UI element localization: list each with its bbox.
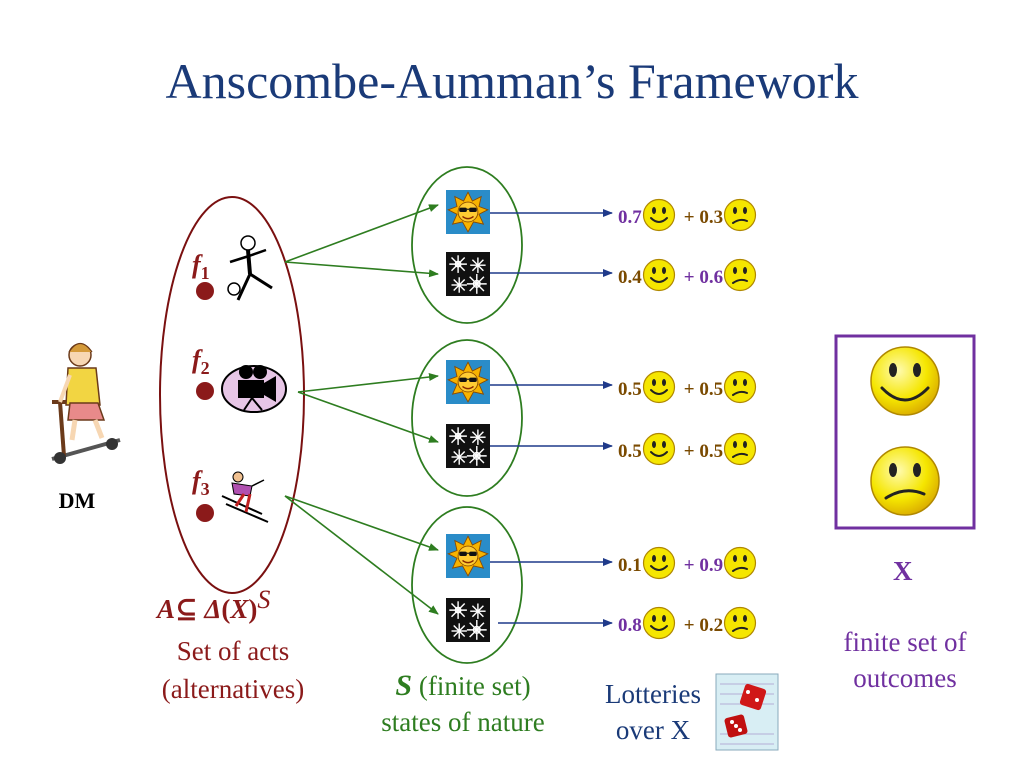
child-on-scooter-icon xyxy=(51,342,121,464)
lottery-sad-probability: + 0.2 xyxy=(683,615,724,636)
sunny-state-icon xyxy=(446,190,490,234)
soccer-player-icon xyxy=(227,235,273,301)
happy-face-icon xyxy=(642,546,676,586)
page-title: Anscombe-Aumman’s Framework xyxy=(165,53,859,109)
act-label: f3 xyxy=(192,466,210,500)
skier-icon xyxy=(221,471,269,523)
lottery-row: 0.1 + 0.9 xyxy=(618,546,757,586)
lotteries-caption: Lotteries over X xyxy=(605,679,701,745)
act-dot[interactable] xyxy=(196,282,214,300)
sunny-state-icon xyxy=(446,534,490,578)
lottery-sad-probability: + 0.3 xyxy=(683,207,724,228)
outcomes-caption: finite set of outcomes xyxy=(843,627,967,693)
lottery-sad-probability: + 0.9 xyxy=(683,555,724,576)
lottery-happy-probability: 0.5 xyxy=(618,441,642,462)
act-to-state-arrow xyxy=(297,373,439,393)
states-ellipse xyxy=(411,339,523,497)
happy-face-icon xyxy=(642,258,676,298)
lottery-row: 0.4 + 0.6 xyxy=(618,258,757,298)
act-label: f1 xyxy=(192,250,210,284)
sad-face-icon xyxy=(723,606,757,646)
lottery-happy-probability: 0.7 xyxy=(618,207,642,228)
snowy-state-icon xyxy=(446,252,490,296)
sad-face-icon xyxy=(723,198,757,238)
sad-face-icon xyxy=(723,546,757,586)
act-to-state-arrow xyxy=(297,391,439,443)
states-caption: S (finite set) states of nature xyxy=(381,669,545,737)
act-to-state-arrow xyxy=(284,261,439,278)
states-ellipse xyxy=(411,506,523,664)
lottery-sad-probability: + 0.5 xyxy=(683,379,724,400)
acts-caption: Set of acts (alternatives) xyxy=(130,632,336,708)
act-to-state-arrow xyxy=(284,495,439,615)
snowy-state-icon xyxy=(446,598,490,642)
lottery-happy-probability: 0.1 xyxy=(618,555,642,576)
acts-ellipse xyxy=(159,196,305,594)
acts-formula: A⊆ Δ(X)S xyxy=(157,585,271,624)
happy-face-icon xyxy=(870,346,940,416)
act-to-state-arrow xyxy=(284,495,439,551)
acts-caption-line: (alternatives) xyxy=(161,674,305,704)
lottery-happy-probability: 0.5 xyxy=(618,379,642,400)
happy-face-icon xyxy=(642,198,676,238)
lottery-row: 0.7 + 0.3 xyxy=(618,198,757,238)
outcomes-set-label: X xyxy=(893,556,913,586)
happy-face-icon xyxy=(642,432,676,472)
states-ellipse xyxy=(411,166,523,324)
act-dot[interactable] xyxy=(196,382,214,400)
sad-face-icon xyxy=(723,432,757,472)
sad-face-icon xyxy=(870,446,940,516)
dice-lottery-icon xyxy=(715,673,779,751)
sunny-state-icon xyxy=(446,360,490,404)
lottery-row: 0.8 + 0.2 xyxy=(618,606,757,646)
happy-face-icon xyxy=(642,606,676,646)
lottery-happy-probability: 0.4 xyxy=(618,267,642,288)
happy-face-icon xyxy=(642,370,676,410)
sad-face-icon xyxy=(723,258,757,298)
acts-caption-line: Set of acts xyxy=(176,636,290,666)
sad-face-icon xyxy=(723,370,757,410)
dm-label: DM xyxy=(59,488,96,513)
lottery-row: 0.5 + 0.5 xyxy=(618,432,757,472)
lottery-sad-probability: + 0.6 xyxy=(683,267,724,288)
movie-camera-icon xyxy=(221,365,287,413)
act-label: f2 xyxy=(192,345,210,379)
act-to-state-arrow xyxy=(284,204,439,263)
snowy-state-icon xyxy=(446,424,490,468)
act-dot[interactable] xyxy=(196,504,214,522)
lottery-happy-probability: 0.8 xyxy=(618,615,642,636)
lottery-sad-probability: + 0.5 xyxy=(683,441,724,462)
lottery-row: 0.5 + 0.5 xyxy=(618,370,757,410)
